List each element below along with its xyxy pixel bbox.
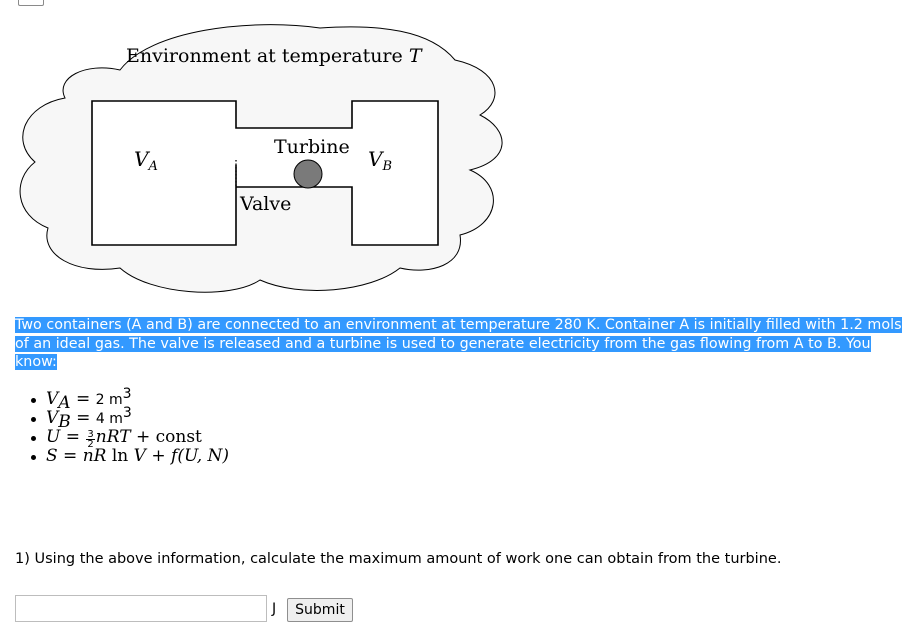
label-va: VA — [134, 147, 158, 174]
container-a-wall — [91, 100, 439, 246]
container-a — [92, 101, 438, 245]
answer-input[interactable] — [15, 595, 267, 622]
valve-label: Valve — [239, 193, 291, 215]
intro-text: Two containers (A and B) are connected t… — [15, 317, 902, 371]
question-text: 1) Using the above information, calculat… — [15, 551, 782, 567]
top-left-box — [18, 0, 44, 6]
label-vb: VB — [368, 147, 392, 174]
turbine-wheel — [293, 159, 323, 189]
fact-va: VA = 2 m3 — [20, 387, 229, 412]
fact-vb: VB = 4 m3 — [20, 406, 229, 431]
environment-label: Environment at temperature T — [126, 45, 423, 67]
thermo-diagram: Environment at temperature T VA VB Turbi… — [19, 24, 503, 293]
problem-intro: Two containers (A and B) are connected t… — [15, 316, 910, 372]
submit-button[interactable]: Submit — [287, 598, 353, 622]
fact-s: S = nR ln V + f(U, N) — [20, 447, 229, 466]
turbine-label: Turbine — [274, 136, 350, 158]
stray-glyph: J — [272, 601, 277, 617]
